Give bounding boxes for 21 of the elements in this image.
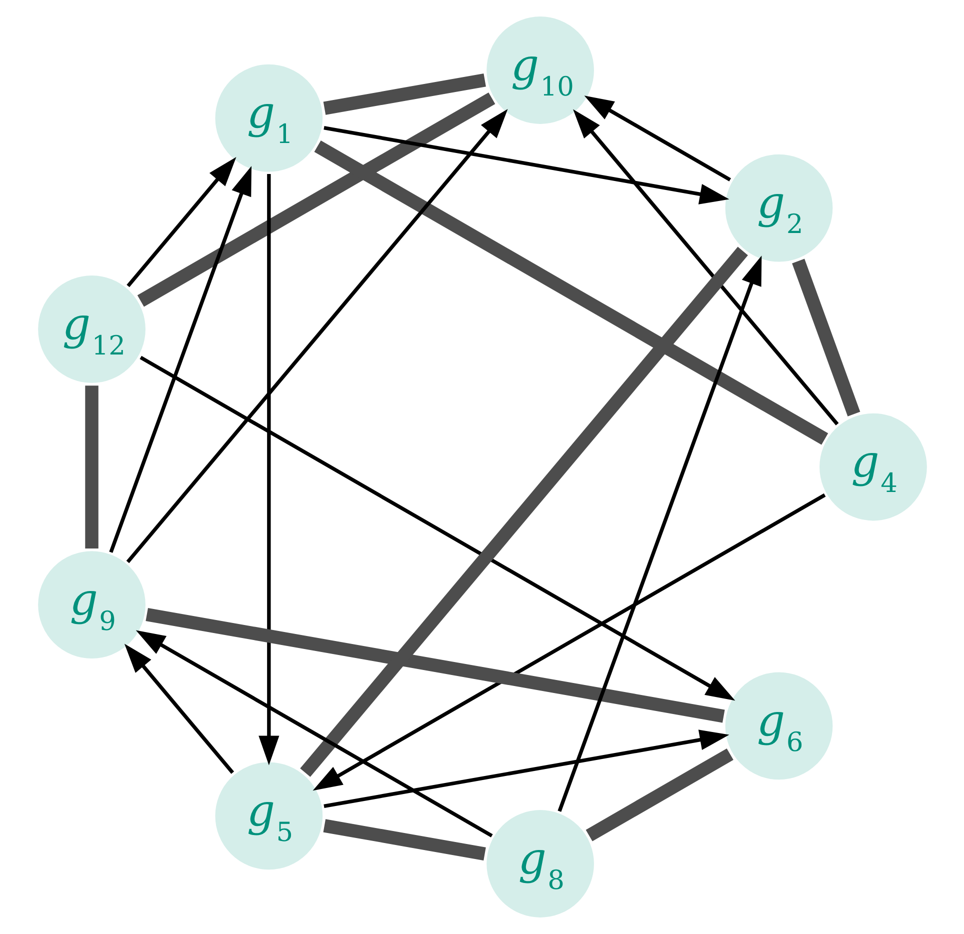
arrow [258,174,279,766]
arrow [139,356,735,701]
connector [322,819,486,860]
arrow [323,730,729,808]
arrow [323,126,729,204]
arrow [126,157,236,288]
connector [314,140,828,445]
connector [322,74,486,115]
connector [84,386,98,548]
connector [792,258,860,416]
arrow [312,493,826,791]
arrow [135,630,492,838]
arrow [572,109,838,426]
arrow [124,644,234,774]
arrow [108,166,251,553]
arrow [126,109,508,564]
arrow [584,96,730,182]
connector [300,246,748,777]
connector [136,92,495,307]
connector [585,748,733,842]
arrow [557,256,762,812]
